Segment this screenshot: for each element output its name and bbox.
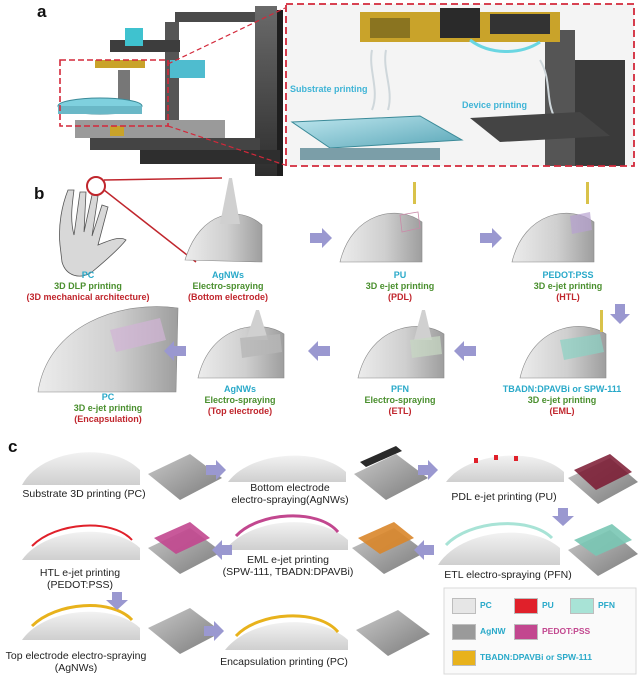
panel-a-printer-zoom: [285, 3, 635, 167]
legend-box: [443, 587, 637, 675]
legend-swatch-pedot: [514, 624, 538, 640]
c-step-encapsulation: Encapsulation printing (PC): [220, 656, 348, 668]
c-step-substrate: Substrate 3D printing (PC): [22, 488, 146, 500]
c-step-etl: ETL electro-spraying (PFN): [444, 569, 572, 581]
b-step-pc-encap-material: PC: [101, 392, 115, 402]
panel-label-c: c: [8, 437, 18, 456]
c-step-bottom-electrode-l1: Bottom electrode: [250, 482, 330, 494]
b-step-agnw-top-material: AgNWs: [224, 384, 256, 394]
label-device-printing: Device printing: [462, 100, 528, 110]
b-step-eml-layer: (EML): [549, 406, 575, 416]
b-step-pc-dlp-layer: (3D mechanical architecture): [26, 292, 150, 302]
b-step-eml-material: TBADN:DPAVBi or SPW-111: [502, 384, 622, 394]
b-step-pfn-etl-material: PFN: [391, 384, 409, 394]
c-step-htl: HTL e-jet printing (PEDOT:PSS): [40, 567, 120, 591]
legend-swatch-agnw: [452, 624, 476, 640]
b-step-eml-method: 3D e-jet printing: [527, 395, 597, 405]
legend-label-agnw: AgNW: [480, 626, 506, 636]
panel-c-arches: [22, 452, 564, 650]
b-step-agnw-top: AgNWs Electro-spraying (Top electrode): [204, 384, 275, 417]
b-step-pc-encap-layer: (Encapsulation): [74, 414, 142, 424]
legend-label-tbadn: TBADN:DPAVBi or SPW-111: [480, 652, 592, 662]
b-step-pc-dlp-material: PC: [81, 270, 95, 280]
panel-a-printer-left: [57, 6, 286, 176]
legend-label-pedot: PEDOT:PSS: [542, 626, 591, 636]
b-step-agnw-top-method: Electro-spraying: [204, 395, 276, 405]
b-step-pu-pdl-method: 3D e-jet printing: [365, 281, 435, 291]
c-step-top-electrode-l2: (AgNWs): [54, 662, 98, 674]
c-step-bottom-electrode-l2: electro-spraying(AgNWs): [231, 494, 349, 506]
b-step-agnw-bottom-method: Electro-spraying: [192, 281, 264, 291]
c-step-htl-l1: HTL e-jet printing: [39, 567, 121, 579]
legend-label-pfn: PFN: [598, 600, 615, 610]
c-step-htl-l2: (PEDOT:PSS): [47, 579, 113, 591]
b-step-pfn-etl-method: Electro-spraying: [364, 395, 436, 405]
b-step-pu-pdl-material: PU: [393, 270, 407, 280]
c-step-top-electrode-l1: Top electrode electro-spraying: [5, 650, 147, 662]
c-step-eml-l1: EML e-jet printing: [247, 554, 329, 566]
b-step-pfn-etl-layer: (ETL): [388, 406, 412, 416]
c-step-eml-l2: (SPW-111, TBADN:DPAVBi): [222, 566, 354, 578]
b-step-agnw-bottom: AgNWs Electro-spraying (Bottom electrode…: [188, 270, 268, 303]
panel-c-blocks: [148, 446, 638, 656]
legend-label-pc: PC: [480, 600, 492, 610]
b-step-pedot-htl-material: PEDOT:PSS: [542, 270, 594, 280]
b-step-pfn-etl: PFN Electro-spraying (ETL): [364, 384, 435, 417]
legend-swatch-tbadn: [452, 650, 476, 666]
b-step-pu-pdl-layer: (PDL): [387, 292, 412, 302]
panel-b-arrows[interactable]: [164, 228, 630, 361]
legend-label-pu: PU: [542, 600, 554, 610]
b-step-agnw-bottom-layer: (Bottom electrode): [187, 292, 269, 302]
b-step-pedot-htl-layer: (HTL): [556, 292, 580, 302]
label-substrate-printing: Substrate printing: [290, 84, 368, 94]
c-step-bottom-electrode: Bottom electrode electro-spraying(AgNWs): [231, 482, 348, 506]
c-step-eml: EML e-jet printing (SPW-111, TBADN:DPAVB…: [223, 554, 354, 578]
panel-b-hand: [59, 176, 223, 277]
b-step-pedot-htl: PEDOT:PSS 3D e-jet printing (HTL): [534, 270, 603, 303]
b-step-pedot-htl-method: 3D e-jet printing: [533, 281, 603, 291]
b-step-pc-dlp-method: 3D DLP printing: [54, 281, 122, 291]
b-step-eml: TBADN:DPAVBi or SPW-111 3D e-jet printin…: [503, 384, 622, 417]
panel-b-fingers: [37, 178, 607, 393]
legend-swatch-pu: [514, 598, 538, 614]
legend-swatch-pfn: [570, 598, 594, 614]
c-step-top-electrode: Top electrode electro-spraying (AgNWs): [6, 650, 147, 674]
b-step-pu-pdl: PU 3D e-jet printing (PDL): [366, 270, 435, 303]
panel-label-a: a: [37, 2, 47, 21]
b-step-pc-dlp: PC 3D DLP printing (3D mechanical archit…: [26, 270, 149, 303]
b-step-agnw-bottom-material: AgNWs: [211, 270, 244, 280]
panel-label-b: b: [34, 184, 45, 203]
b-step-pc-encap-method: 3D e-jet printing: [73, 403, 143, 413]
panel-c-arrows[interactable]: [106, 460, 574, 641]
b-step-agnw-top-layer: (Top electrode): [207, 406, 273, 416]
c-step-pdl: PDL e-jet printing (PU): [451, 491, 557, 503]
b-step-pc-encap: PC 3D e-jet printing (Encapsulation): [74, 392, 143, 425]
legend-swatch-pc: [452, 598, 476, 614]
